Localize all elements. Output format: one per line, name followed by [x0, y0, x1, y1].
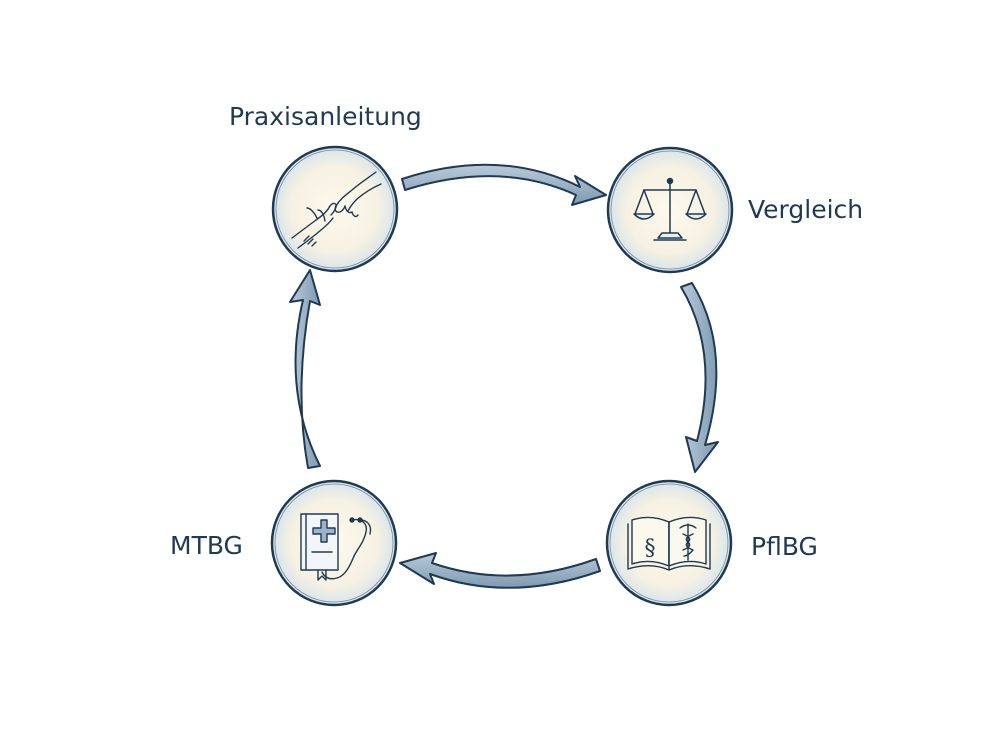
node-vergleich: [606, 146, 734, 274]
label-mtbg: MTBG: [170, 531, 243, 560]
label-praxisanleitung: Praxisanleitung: [229, 102, 422, 131]
helping-hands-icon: [291, 171, 382, 249]
svg-text:§: §: [645, 536, 656, 561]
label-vergleich: Vergleich: [748, 195, 864, 224]
medical-book-stethoscope-icon: [300, 513, 372, 581]
node-pflbg: §: [605, 479, 733, 607]
arrow-vergleich-to-pflbg: [680, 282, 719, 473]
scales-of-justice-icon: [633, 177, 707, 241]
label-pflbg: PflBG: [751, 532, 818, 561]
node-mtbg: [270, 479, 398, 607]
arrow-mtbg-to-praxis: [289, 269, 321, 469]
law-book-caduceus-icon: §: [627, 516, 711, 571]
node-praxisanleitung: [271, 145, 399, 273]
arrow-pflbg-to-mtbg: [399, 552, 601, 589]
arrow-praxis-to-vergleich: [401, 163, 607, 206]
